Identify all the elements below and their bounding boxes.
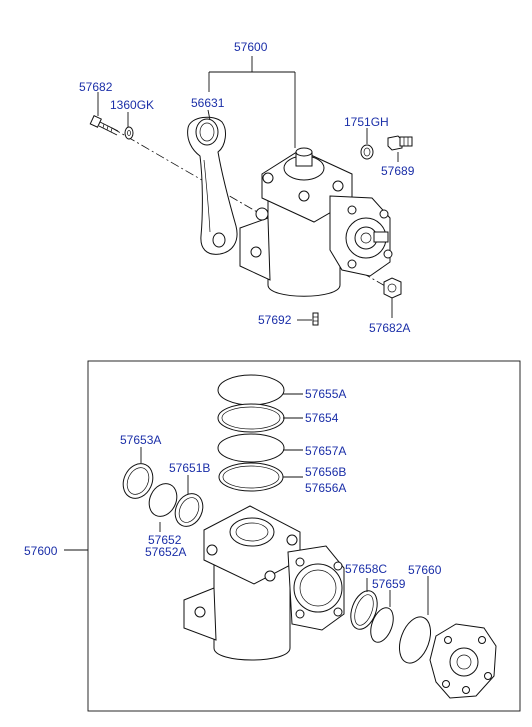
kit-frame [87,360,521,712]
label-57692: 57692 [258,313,292,327]
cover-plate [429,623,497,699]
gear-housing-kit [183,505,345,661]
label-57657a: 57657A [305,444,346,458]
label-57600-kit: 57600 [24,544,58,558]
label-57652a: 57652A [145,545,186,559]
label-57689: 57689 [381,164,415,178]
top-assembly: 57600 57682 1360GK 56631 1751GH 57689 57… [79,40,415,335]
fitting-part [387,135,413,151]
left-seals [122,463,204,527]
gear-housing-top [239,147,393,297]
label-57659: 57659 [372,577,406,591]
label-57682a: 57682A [369,321,410,335]
label-57653a: 57653A [120,433,161,447]
label-57658c: 57658C [345,562,387,576]
assembly-bracket [208,56,296,148]
center-axis [111,127,393,291]
label-57651b: 57651B [169,461,210,475]
label-57656b: 57656B [305,465,346,479]
gasket-part [360,144,374,160]
grease-nipple-part [312,312,319,326]
nut-part [383,277,402,299]
bolt-part [89,115,119,136]
label-57654: 57654 [305,411,339,425]
label-1751gh: 1751GH [344,115,389,129]
label-57682: 57682 [79,80,113,94]
label-57656a: 57656A [305,481,346,495]
seal-stack [217,374,285,492]
seal-kit-box: 57600 57655A 57654 57657A 57656B 57656A [24,360,521,712]
label-57600-top: 57600 [234,40,268,54]
label-56631: 56631 [191,96,225,110]
label-57655a: 57655A [305,387,346,401]
right-seals [350,590,432,664]
pitman-arm-part [187,116,238,255]
label-1360gk: 1360GK [110,98,154,112]
washer-part [124,126,134,140]
label-57652: 57652 [148,533,182,547]
label-57660: 57660 [408,563,442,577]
